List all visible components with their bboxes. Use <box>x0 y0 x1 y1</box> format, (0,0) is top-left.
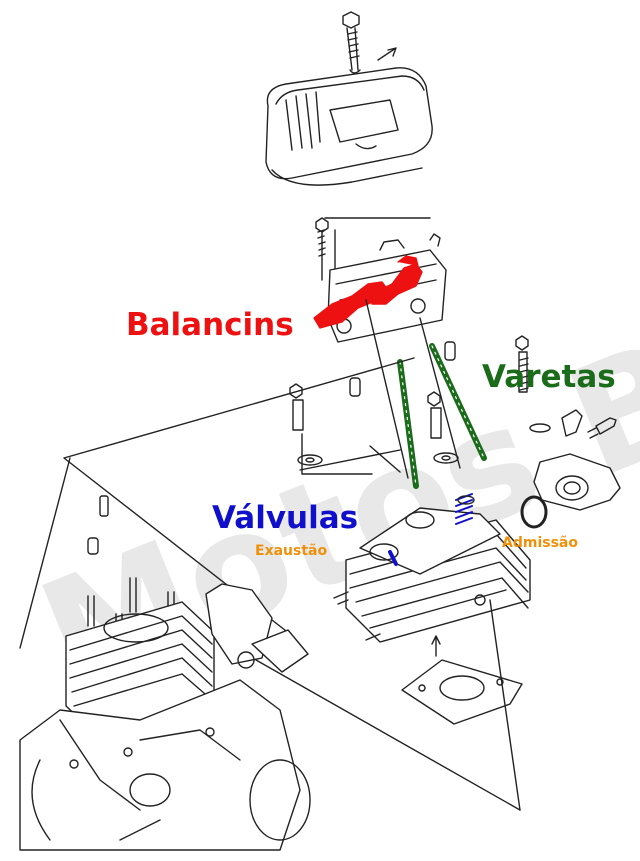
pushrods <box>397 343 487 489</box>
cylinder-head <box>333 493 531 657</box>
valve-cover <box>265 11 433 186</box>
rocker-assembly <box>313 217 461 479</box>
guide-triangle <box>19 357 521 811</box>
label-valvulas: Válvulas <box>212 500 359 536</box>
label-exaustao: Exaustão <box>255 543 328 559</box>
cylinder-block <box>19 495 311 851</box>
label-balancins: Balancins <box>126 307 294 343</box>
label-varetas: Varetas <box>482 359 616 395</box>
head-gasket <box>401 659 523 725</box>
intake-parts <box>520 409 621 529</box>
label-admissao: Admissão <box>502 535 578 551</box>
studs-and-washers <box>289 335 551 475</box>
